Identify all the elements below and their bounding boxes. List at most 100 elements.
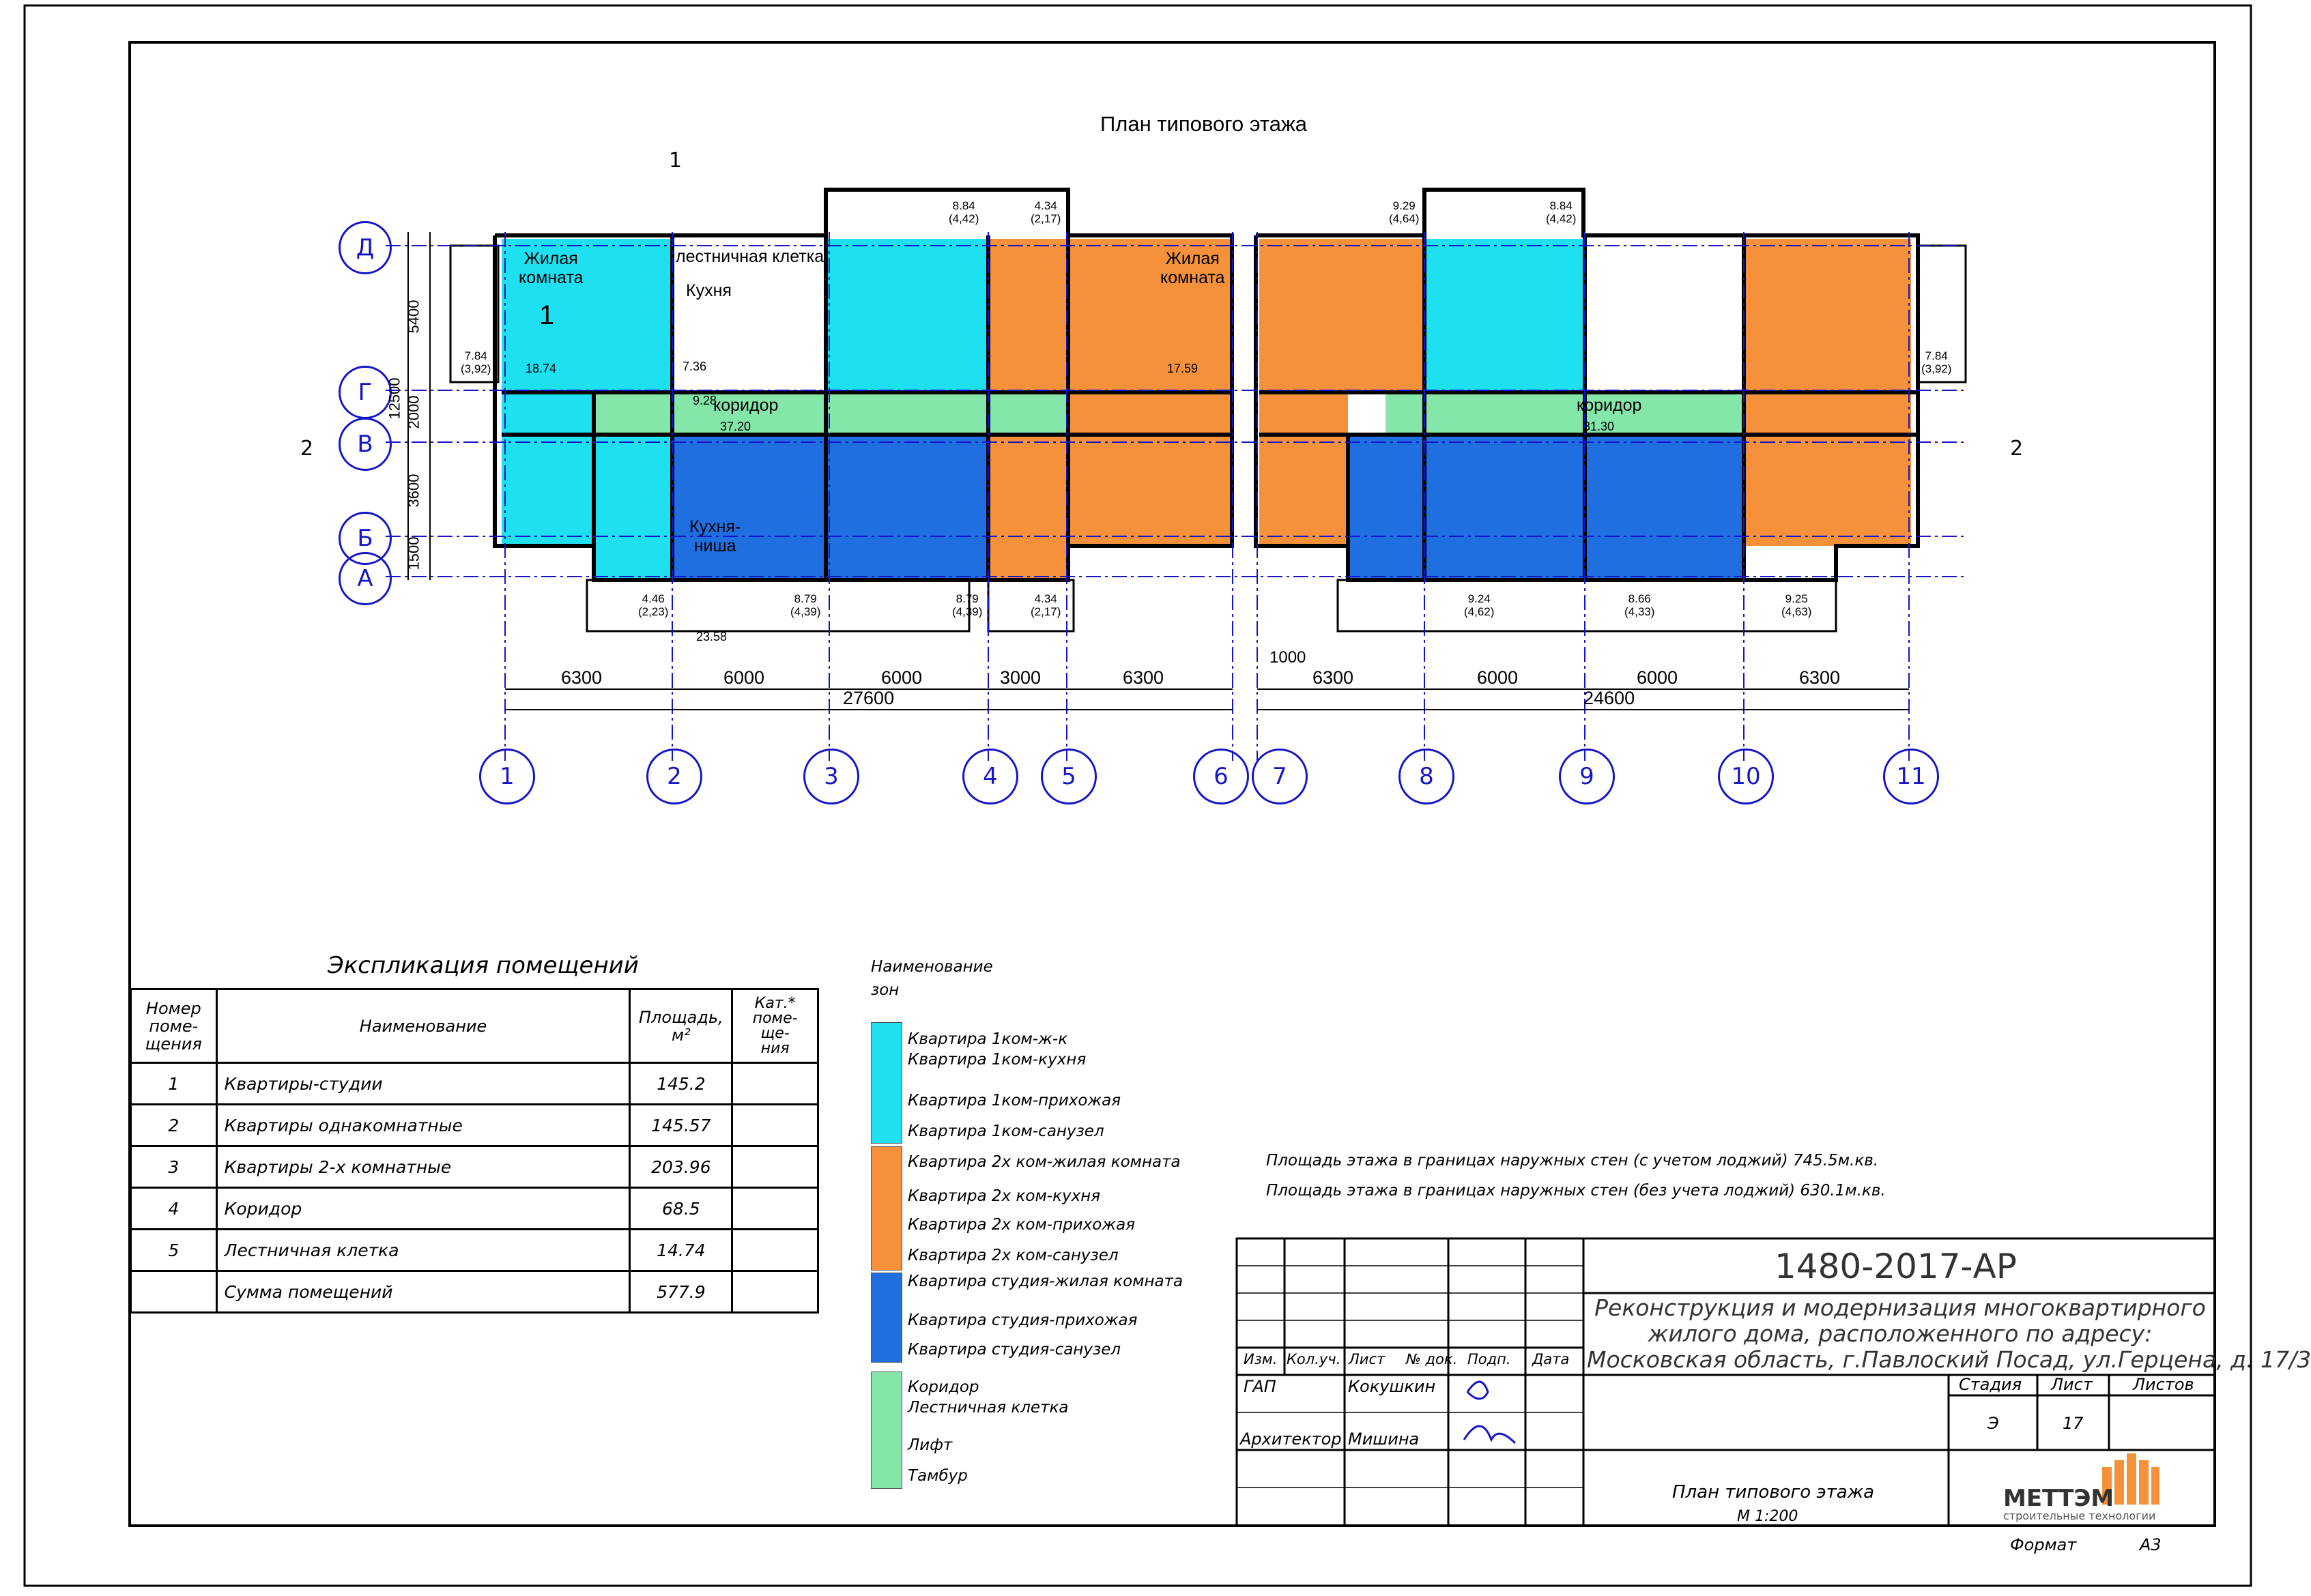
legend-item-4: Квартира 2х ком-жилая комната: [908, 1153, 1181, 1171]
balcony-label-0: 8.84 (4,42): [949, 199, 979, 225]
room-label-3: коридор: [713, 396, 779, 415]
row-name: Квартиры-студии: [215, 1062, 631, 1105]
row-number: 1: [130, 1062, 218, 1105]
row-name: Сумма помещений: [215, 1270, 631, 1314]
explication-title: Экспликация помещений: [328, 952, 639, 979]
room-label-4: коридор: [1577, 396, 1642, 415]
row-number: 3: [130, 1145, 218, 1189]
dim-bottom-6: 6300: [1312, 667, 1354, 688]
section-mark-2-left: 2: [300, 437, 314, 461]
legend-item-14: Тамбур: [908, 1467, 968, 1485]
section-mark-2-right: 2: [2010, 437, 2024, 461]
room-label-2: лестничная клетка: [676, 247, 824, 266]
balcony-label-4: 7.84 (3,92): [461, 349, 491, 375]
dim-bottom-9: 6300: [1799, 667, 1841, 688]
dim-bottom-1: 6000: [723, 667, 765, 688]
legend-item-12: Лестничная клетка: [908, 1399, 1069, 1417]
document-code: 1480-2017-АР: [1775, 1247, 2017, 1286]
header-number: Номер поме- щения: [130, 988, 218, 1064]
sheets-label: Листов: [2133, 1375, 2194, 1394]
room-area-6: 17.59: [1167, 362, 1198, 375]
legend-swatch-3: [871, 1372, 902, 1489]
room-fills: [502, 239, 1911, 580]
dim-bottom-0: 6300: [561, 667, 603, 688]
row-category: [731, 1062, 819, 1105]
room-area-0: 18.74: [526, 362, 557, 375]
row-name: Квартиры однакомнатные: [215, 1103, 631, 1147]
company-tagline: строительные технологии: [2003, 1509, 2156, 1522]
axis-number-1: 2: [646, 749, 702, 804]
balcony-label-8: 8.79 (4,39): [952, 592, 983, 618]
role-architect: Архитектор: [1240, 1430, 1342, 1449]
room-area-5: 23.58: [696, 630, 728, 643]
company-name: МЕТТЭМ: [2003, 1485, 2114, 1512]
note-area-without-loggias: Площадь этажа в границах наружных стен (…: [1266, 1182, 1886, 1200]
legend-item-8: Квартира студия-жилая комната: [908, 1273, 1183, 1290]
format-value: А3: [2140, 1535, 2162, 1554]
balcony-label-5: 7.84 (3,92): [1921, 349, 1952, 375]
legend-swatch-0: [871, 1022, 902, 1144]
axis-number-9: 10: [1718, 749, 1774, 804]
row-category: [731, 1145, 819, 1189]
row-name: Лестничная клетка: [215, 1228, 631, 1272]
dim-bottom-3: 3000: [1000, 667, 1042, 688]
room-label-1: Кухня: [686, 281, 732, 300]
room-area-3: 37.20: [720, 420, 751, 433]
legend-item-7: Квартира 2х ком-санузел: [908, 1247, 1119, 1264]
name-architect: Мишина: [1348, 1430, 1420, 1449]
axis-number-5: 6: [1193, 749, 1249, 804]
axis-lines: [386, 232, 1966, 761]
row-number: 5: [130, 1228, 218, 1272]
row-number: [130, 1270, 218, 1314]
axis-number-2: 3: [803, 749, 859, 804]
dim-vertical-0: 5400: [405, 300, 422, 334]
row-category: [731, 1270, 819, 1314]
stamp-col-2: Лист: [1349, 1351, 1386, 1367]
stage-value: Э: [1987, 1414, 1999, 1433]
gap-dimension: 1000: [1269, 648, 1306, 667]
room-area-4: 31.30: [1583, 420, 1615, 433]
axis-number-8: 9: [1559, 749, 1615, 804]
explication-table: Номер поме- щения Наименование Площадь, …: [130, 988, 819, 1314]
balcony-label-7: 8.79 (4,39): [790, 592, 821, 618]
axis-number-3: 4: [962, 749, 1018, 804]
row-category: [731, 1228, 819, 1272]
axis-number-7: 8: [1398, 749, 1454, 804]
plan-title: План типового этажа: [1100, 112, 1307, 136]
legend-item-9: Квартира студия-прихожая: [908, 1311, 1138, 1329]
axis-number-4: 5: [1041, 749, 1097, 804]
header-category: Кат.* поме- ще- ния: [731, 988, 819, 1064]
balcony-label-1: 4.34 (2,17): [1031, 199, 1061, 225]
stamp-grid: [1235, 1237, 2216, 1527]
balcony-label-3: 8.84 (4,42): [1546, 199, 1577, 225]
dim-vertical-1: 2000: [405, 395, 422, 429]
role-chief-architect: ГАП: [1244, 1377, 1276, 1396]
axis-number-10: 11: [1883, 749, 1939, 804]
dim-bottom-7: 6000: [1477, 667, 1519, 688]
stamp-col-5: Дата: [1532, 1351, 1570, 1367]
row-name: Квартиры 2-х комнатные: [215, 1145, 631, 1189]
row-area: 203.96: [629, 1145, 734, 1189]
dim-bottom-8: 6000: [1637, 667, 1678, 688]
balconies: [449, 244, 1967, 633]
stamp-col-3: № док.: [1406, 1351, 1458, 1367]
legend-title: Наименование зон: [871, 958, 993, 999]
room-area-2: 7.36: [683, 360, 707, 373]
legend-swatch-1: [871, 1146, 902, 1271]
sheet-label: Лист: [2051, 1375, 2093, 1394]
header-name: Наименование: [215, 988, 631, 1064]
row-name: Коридор: [215, 1187, 631, 1230]
legend-item-0: Квартира 1ком-ж-к: [908, 1030, 1068, 1048]
dim-vertical-3: 3600: [405, 474, 422, 508]
dim-vertical-4: 1500: [405, 536, 422, 570]
row-area: 145.57: [629, 1103, 734, 1147]
row-number: 2: [130, 1103, 218, 1147]
room-number-0: 1: [539, 300, 555, 330]
legend-item-1: Квартира 1ком-кухня: [908, 1051, 1087, 1069]
axis-letter-2: В: [339, 418, 392, 471]
dim-total-right: 24600: [1583, 688, 1635, 708]
drawing-sheet: [23, 4, 2252, 1587]
